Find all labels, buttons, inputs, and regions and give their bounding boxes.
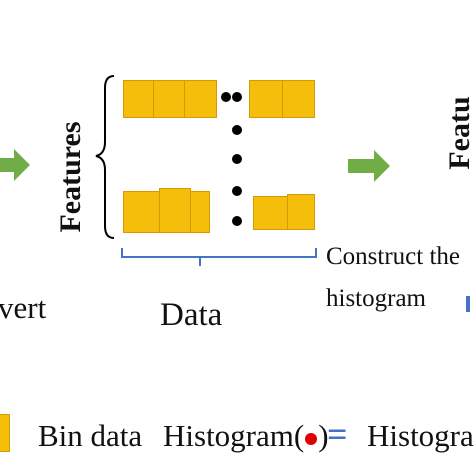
dot xyxy=(232,216,242,226)
construct-label-line2: histogram xyxy=(326,285,426,312)
right-features-label: Featu xyxy=(443,96,474,170)
bin-cell xyxy=(190,191,210,233)
left-arrow-icon xyxy=(0,149,30,181)
legend-histogram-dot-close: ) xyxy=(318,418,329,453)
legend-equals-sign: = xyxy=(327,414,348,454)
bin-cell xyxy=(282,80,315,118)
red-dot-icon xyxy=(305,432,318,445)
legend-histogram-dot-label: Histogram() xyxy=(163,418,329,454)
bin-cell xyxy=(249,80,283,118)
data-bracket xyxy=(121,248,317,266)
construct-arrow-icon xyxy=(348,150,390,182)
legend-histogram-partial: Histogra xyxy=(367,418,474,453)
dot xyxy=(232,92,242,102)
legend-bin-swatch xyxy=(0,414,10,452)
dot xyxy=(232,186,242,196)
dot xyxy=(232,154,242,164)
bin-cell xyxy=(159,188,191,233)
bin-cell xyxy=(184,80,217,118)
construct-label-line1: Construct the xyxy=(326,243,461,270)
bin-cell xyxy=(287,194,315,230)
bin-cell xyxy=(153,80,185,118)
right-partial-mark xyxy=(466,296,470,312)
features-label: Features xyxy=(54,121,87,233)
dot xyxy=(221,92,231,102)
legend-bin-data-label: Bin data xyxy=(38,418,143,453)
bin-cell xyxy=(123,80,154,118)
data-label: Data xyxy=(160,297,223,333)
legend-histogram-dot-text: Histogram( xyxy=(163,418,305,453)
bin-cell xyxy=(253,196,288,230)
left-partial-label: vert xyxy=(0,290,47,325)
dot xyxy=(232,125,242,135)
bin-cell xyxy=(123,191,160,233)
features-brace xyxy=(95,75,115,239)
